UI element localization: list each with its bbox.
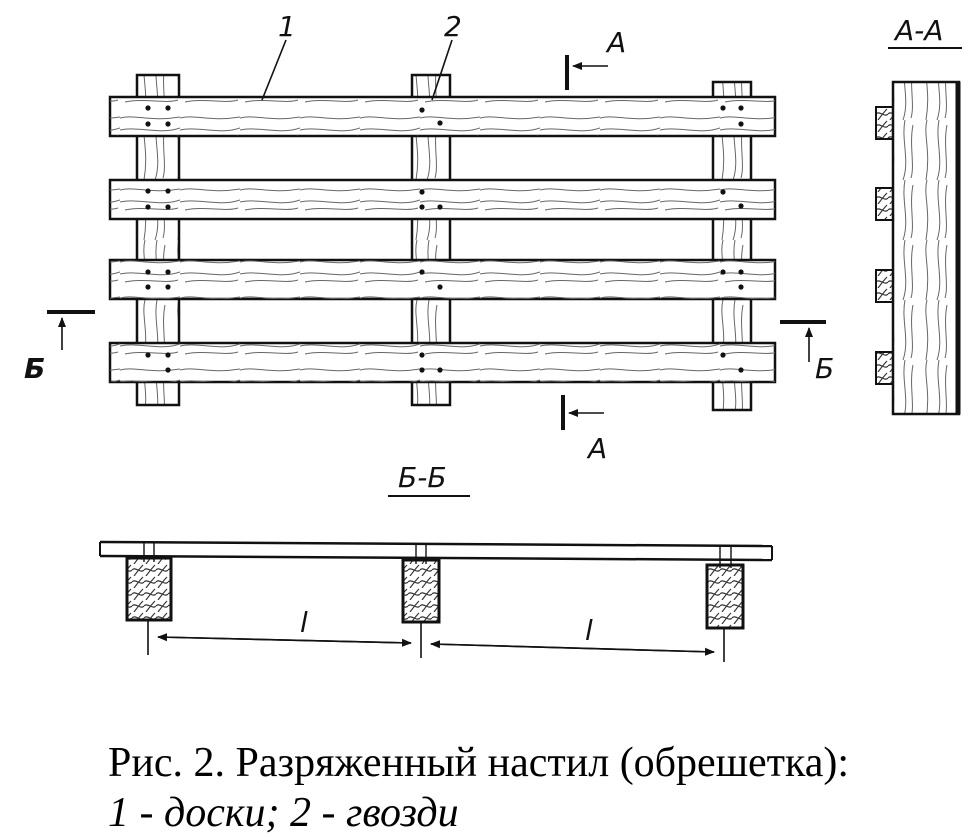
span-label-right: l — [585, 614, 593, 647]
board-3 — [108, 258, 777, 301]
lathing-drawing: 1 2 А А Б Б А-А — [24, 10, 962, 662]
section-a-a: А-А — [875, 14, 962, 416]
section-b-b-title: Б-Б — [398, 461, 447, 494]
cut-label-b-right: Б — [815, 352, 834, 385]
section-a-a-joist — [891, 80, 961, 416]
section-b-b-board — [99, 540, 773, 562]
cut-label-b-left: Б — [24, 352, 45, 385]
leader-label-2: 2 — [444, 10, 462, 43]
section-a-a-title: А-А — [893, 14, 943, 47]
plan-view: 1 2 А А Б Б — [24, 10, 834, 465]
section-a-a-boards — [875, 106, 894, 385]
span-label-left: l — [300, 606, 308, 639]
board-2 — [108, 178, 777, 221]
section-b-b: Б-Б l l — [99, 461, 773, 662]
cut-mark-a-bottom — [561, 395, 604, 430]
cut-label-a-top: А — [605, 26, 626, 59]
cut-mark-a-top — [565, 55, 608, 90]
nails — [145, 105, 744, 373]
board-4 — [108, 341, 777, 384]
cut-mark-b-right — [780, 320, 826, 362]
span-dimensions — [147, 620, 725, 662]
section-b-b-nails — [143, 542, 732, 568]
section-b-b-joists — [125, 556, 745, 630]
cut-label-a-bottom: А — [586, 432, 607, 465]
figure-caption-legend: 1 - доски; 2 - гвозди — [108, 790, 459, 836]
figure-caption-title: Рис. 2. Разряженный настил (обрешетка): — [108, 740, 850, 786]
board-1 — [108, 95, 777, 138]
leader-label-1: 1 — [278, 10, 296, 43]
leader-lines — [261, 39, 453, 101]
cut-mark-b-left — [47, 310, 95, 350]
